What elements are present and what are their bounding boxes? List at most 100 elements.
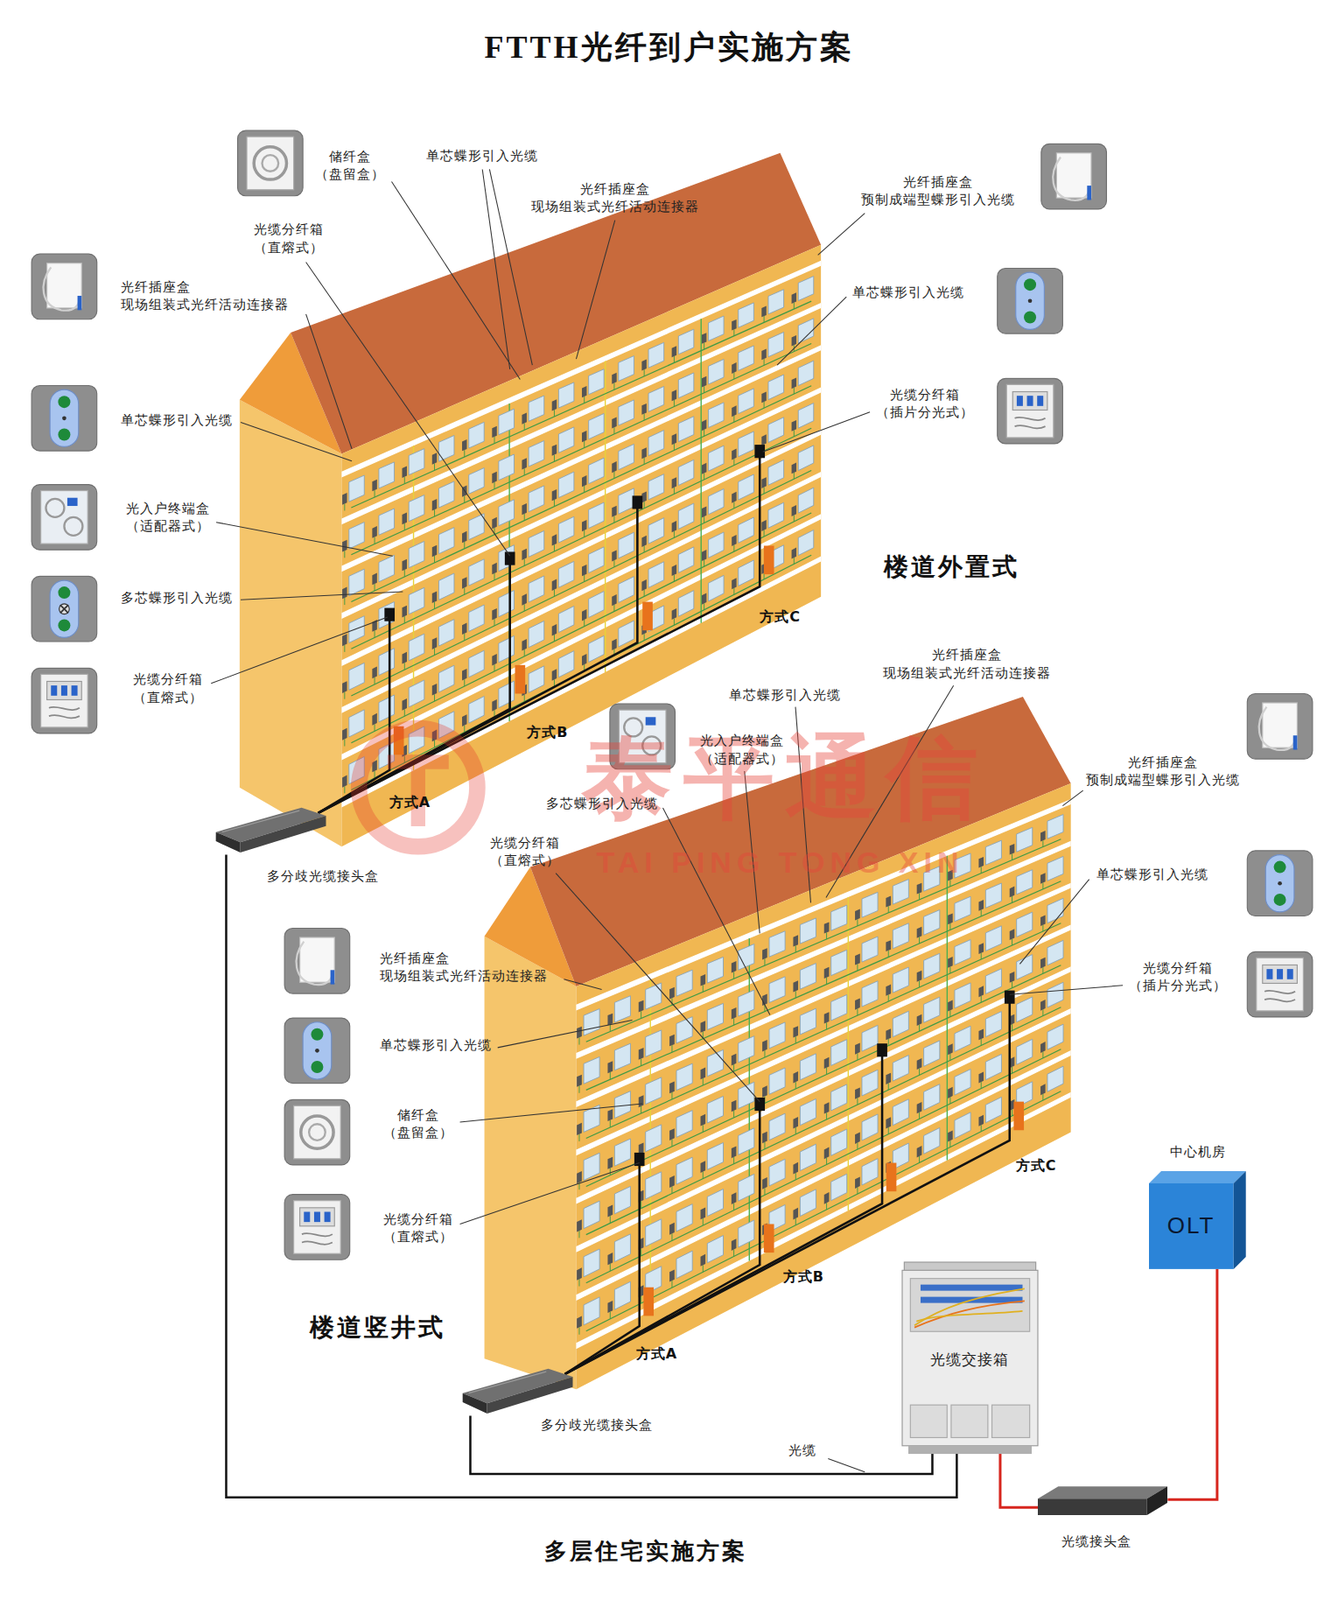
- window: [378, 602, 395, 630]
- socket-box: [917, 970, 923, 982]
- window: [349, 709, 365, 737]
- cross-connect-cabinet-shape: [902, 1269, 1038, 1445]
- drop-fiber: [980, 1124, 982, 1131]
- drop-fiber: [856, 1052, 858, 1060]
- socket-box: [762, 1039, 768, 1052]
- method-label: 方式A: [389, 792, 431, 813]
- socket-box: [761, 306, 766, 318]
- drop-fiber: [1042, 882, 1044, 890]
- socket-box: [521, 593, 526, 605]
- socket-box: [978, 1114, 984, 1127]
- splitter-box: [632, 495, 644, 509]
- callout-label: 光缆分纤箱 （插片分光式）: [875, 385, 974, 422]
- joint-box-shape: [1037, 1485, 1168, 1499]
- window: [528, 395, 545, 421]
- window: [892, 923, 909, 949]
- window: [676, 1016, 693, 1044]
- drop-fiber: [733, 1017, 735, 1025]
- drop-fiber: [703, 429, 705, 436]
- drop-fiber: [463, 587, 465, 595]
- socket-box: [792, 934, 799, 946]
- socket-box: [701, 506, 707, 519]
- window: [924, 1040, 940, 1066]
- drop-fiber: [763, 358, 765, 365]
- socket-box: [978, 1028, 984, 1040]
- callout-icon: [997, 268, 1064, 335]
- drop-fiber: [795, 1172, 797, 1180]
- socket-box: [491, 471, 497, 484]
- drop-fiber: [553, 409, 555, 417]
- socket-box: [576, 1170, 582, 1184]
- drop-fiber: [793, 387, 795, 394]
- leader-line: [210, 616, 388, 684]
- drop-fiber: [763, 958, 765, 966]
- socket-box: [824, 1191, 830, 1205]
- drop-fiber: [1011, 1023, 1013, 1030]
- floor-fiber: [350, 512, 812, 743]
- cross-connect-cabinet-shape: [992, 1404, 1030, 1437]
- drop-fiber: [980, 910, 982, 917]
- window: [768, 289, 785, 315]
- joint-box-shape: [1147, 1485, 1168, 1515]
- socket-box: [792, 1071, 799, 1083]
- socket-box: [700, 1206, 707, 1219]
- window: [708, 358, 724, 385]
- node-label: 多分歧光缆接头盒: [540, 1416, 653, 1435]
- window: [583, 1056, 600, 1084]
- watermark-text: 泰平通信: [581, 715, 988, 839]
- drop-fiber: [578, 1036, 580, 1044]
- olt-box-shape: [1148, 1183, 1234, 1269]
- drop-fiber: [826, 1157, 827, 1165]
- drop-fiber: [763, 1141, 765, 1149]
- window: [1047, 981, 1064, 1008]
- drop-fiber: [644, 457, 645, 465]
- window: [469, 421, 484, 449]
- window: [799, 1008, 816, 1035]
- socket-box: [462, 439, 467, 451]
- window: [831, 1039, 848, 1066]
- drop-fiber: [404, 708, 406, 716]
- drop-fiber: [374, 630, 376, 638]
- drop-fiber: [343, 644, 345, 652]
- cross-connect-cabinet-shape: [908, 1444, 1032, 1453]
- socket-box: [371, 525, 377, 539]
- window: [861, 1158, 878, 1185]
- window: [678, 372, 694, 399]
- socket-box: [700, 1067, 707, 1080]
- window: [861, 980, 878, 1007]
- callout-icon: [31, 130, 1313, 1260]
- socket-box: [672, 345, 677, 358]
- drop-fiber: [673, 618, 675, 625]
- drop-fiber: [671, 1232, 673, 1240]
- olt-box: 中心机房OLT: [1148, 1170, 1247, 1269]
- floor-fiber: [586, 1049, 1062, 1283]
- socket-box: [491, 699, 497, 712]
- socket-box: [761, 519, 766, 532]
- socket-box: [402, 512, 407, 526]
- socket-box: [731, 362, 736, 374]
- window: [954, 1112, 971, 1139]
- drop-fiber: [609, 1311, 611, 1319]
- socket-box: [402, 605, 407, 618]
- drop-fiber: [553, 679, 555, 687]
- socket-box: [947, 1129, 953, 1142]
- riser-cables: [565, 1050, 883, 1374]
- socket-box: [917, 926, 923, 939]
- window: [768, 417, 785, 443]
- drop-fiber: [374, 537, 376, 545]
- window: [769, 976, 785, 1003]
- drop-fiber: [494, 709, 496, 717]
- socket-box: [947, 1043, 953, 1055]
- window: [831, 949, 848, 975]
- drop-fiber: [949, 1097, 951, 1104]
- socket-box: [731, 960, 737, 974]
- socket-box: [552, 579, 557, 591]
- window: [738, 302, 755, 328]
- socket-box: [611, 594, 617, 606]
- socket-box: [854, 1131, 861, 1143]
- socket-box: [607, 1300, 613, 1313]
- socket-box: [611, 505, 617, 518]
- leader-line: [1009, 985, 1123, 995]
- socket-box: [824, 966, 830, 979]
